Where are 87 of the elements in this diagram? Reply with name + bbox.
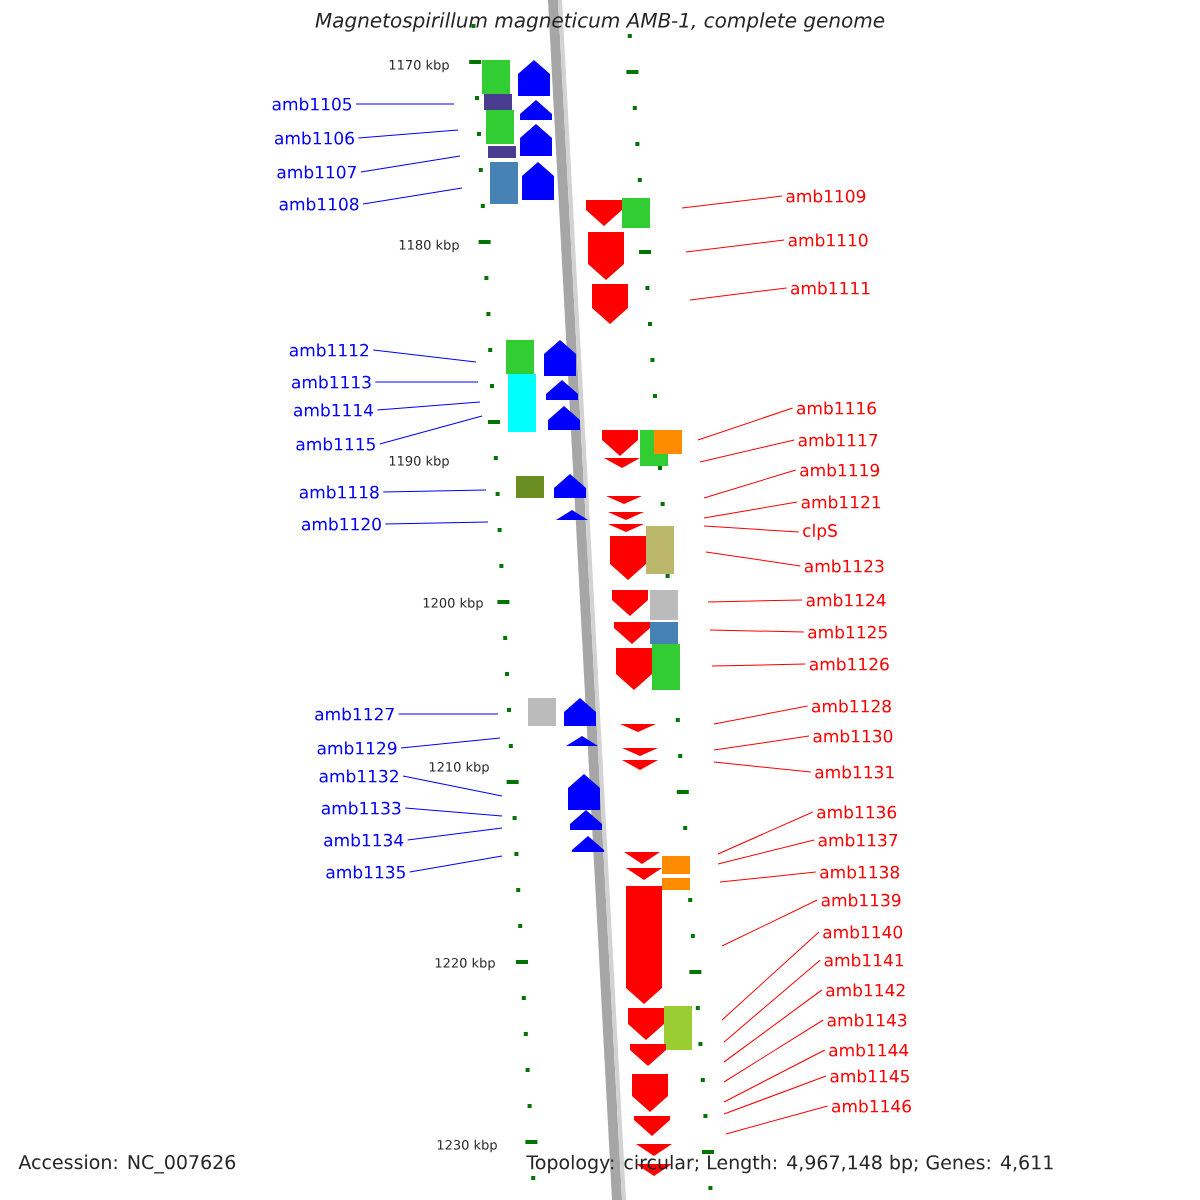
gene-label: amb1144	[829, 1043, 909, 1057]
leader-line	[697, 407, 794, 441]
leader-line	[382, 489, 487, 493]
gene-label: amb1113	[292, 375, 371, 389]
gene-label: amb1115	[296, 437, 375, 451]
leader-line	[713, 761, 812, 773]
gene-label: amb1127	[315, 707, 394, 721]
leader-line	[703, 525, 800, 533]
leader-line	[709, 629, 805, 633]
gene-label: amb1134	[324, 833, 404, 847]
leader-line	[384, 521, 489, 525]
gene-label: amb1138	[820, 865, 900, 879]
leader-line	[713, 735, 810, 751]
footer-text: Topology: circular; Length: 4,967,148 bp; Genes: 4,611	[526, 1154, 1053, 1174]
leader-line	[402, 775, 503, 797]
leader-line	[723, 1049, 826, 1103]
leader-line	[374, 381, 479, 383]
gene-label: amb1106	[275, 131, 354, 145]
leader-line	[713, 705, 809, 725]
gene-label: amb1118	[299, 485, 379, 499]
leader-line	[362, 187, 463, 205]
gene-label: amb1108	[279, 197, 359, 211]
gene-label: amb1129	[317, 741, 397, 755]
gene-label: amb1110	[788, 233, 868, 247]
leader-line	[398, 713, 499, 715]
leader-line	[372, 349, 477, 363]
gene-label: amb1126	[809, 657, 889, 671]
gene-label: amb1135	[326, 865, 405, 879]
leader-line	[685, 239, 785, 253]
gene-label: amb1141	[824, 953, 904, 967]
gene-label: amb1120	[302, 517, 381, 531]
leader-line	[723, 989, 823, 1063]
gene-label: amb1146	[832, 1099, 911, 1113]
leader-line	[400, 737, 501, 749]
leader-line	[355, 103, 455, 105]
leader-line	[723, 959, 821, 1043]
gene-label: amb1128	[812, 699, 891, 713]
leader-line	[360, 155, 461, 173]
leader-line	[689, 287, 788, 301]
gene-label: amb1143	[827, 1013, 907, 1027]
gene-label: amb1112	[289, 343, 369, 357]
gene-label: amb1109	[786, 189, 866, 203]
gene-label: amb1105	[272, 97, 352, 111]
gene-label: amb1123	[804, 559, 884, 573]
gene-label: amb1139	[821, 893, 901, 907]
leader-line	[717, 839, 815, 865]
gene-label: amb1116	[797, 401, 876, 415]
gene-label: amb1140	[823, 925, 903, 939]
leader-line	[717, 811, 814, 855]
gene-label: amb1124	[806, 593, 886, 607]
gene-label: amb1119	[800, 463, 880, 477]
leader-line	[723, 1019, 824, 1083]
leader-line	[721, 899, 818, 947]
leader-line	[379, 415, 483, 445]
gene-label: amb1132	[319, 769, 398, 783]
gene-label: amb1137	[818, 833, 898, 847]
leader-line	[404, 807, 503, 817]
gene-label: clpS	[803, 523, 837, 541]
leader-line	[376, 401, 481, 411]
leader-line	[725, 1105, 829, 1135]
leader-line	[721, 931, 820, 1021]
leader-line	[409, 855, 503, 873]
title: Magnetospirillum magneticum AMB-1, complete genome	[315, 12, 885, 32]
leader-line	[707, 599, 803, 603]
leader-line	[705, 551, 801, 567]
gene-label: amb1142	[826, 983, 905, 997]
gene-label: amb1121	[801, 495, 881, 509]
leader-line	[703, 469, 797, 499]
gene-label: amb1136	[817, 805, 897, 819]
footer-text: Accession: NC_007626	[18, 1154, 236, 1174]
leader-line	[681, 195, 783, 209]
leader-line	[719, 871, 817, 883]
gene-label: amb1145	[830, 1069, 909, 1083]
leader-line	[699, 439, 795, 463]
gene-label: amb1133	[321, 801, 401, 815]
gene-label: amb1117	[798, 433, 878, 447]
gene-label: amb1130	[813, 729, 893, 743]
gene-label: amb1125	[808, 625, 887, 639]
leader-line	[357, 129, 459, 139]
leader-line	[723, 1075, 827, 1115]
gene-label: amb1107	[277, 165, 356, 179]
leader-line	[407, 827, 503, 841]
gene-label: amb1114	[294, 403, 374, 417]
gene-label: amb1131	[815, 765, 894, 779]
gene-label: amb1111	[791, 281, 870, 295]
leader-line	[703, 501, 798, 519]
leader-line	[711, 663, 806, 667]
